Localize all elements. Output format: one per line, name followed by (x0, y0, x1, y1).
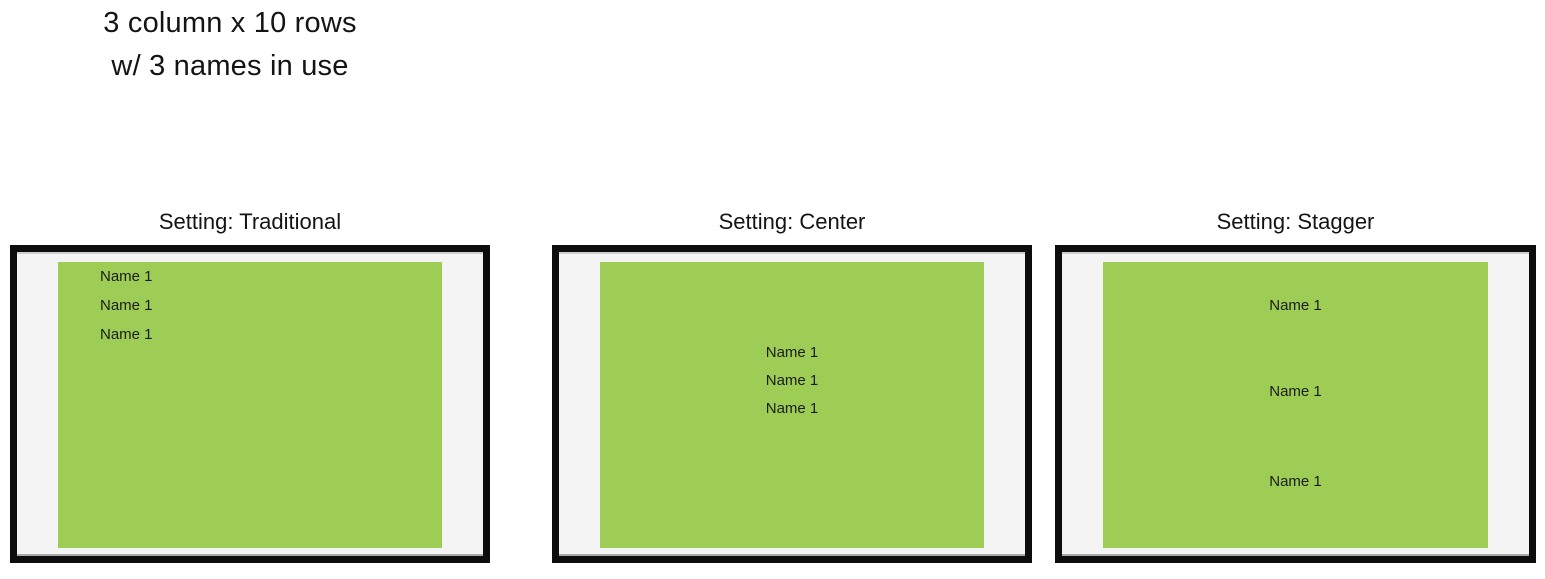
panel-title-center: Setting: Center (718, 209, 866, 234)
niche-grid-center: Name 1 Name 1 Name 1 (600, 262, 984, 548)
panel-group-traditional: Setting: Traditional Name 1 Name 1 Name … (10, 205, 490, 565)
name-label: Name 1 (100, 297, 153, 314)
page-title-line1: 3 column x 10 rows (103, 7, 357, 39)
name-label: Name 1 (1269, 383, 1322, 400)
niche-frame-center: Name 1 Name 1 Name 1 (552, 245, 1032, 563)
name-label: Name 1 (1269, 473, 1322, 490)
name-label: Name 1 (100, 326, 153, 343)
name-label: Name 1 (1269, 297, 1322, 314)
panel-title-traditional: Setting: Traditional (158, 209, 342, 234)
niche-frame-stagger: Name 1 Name 1 Name 1 (1055, 245, 1536, 563)
page-title-line2: w/ 3 names in use (111, 50, 349, 82)
name-label: Name 1 (765, 400, 819, 417)
panel-group-center: Setting: Center Name 1 Name 1 Name 1 (552, 205, 1032, 565)
page-title: 3 column x 10 rows w/ 3 names in use (60, 2, 400, 88)
panel-title-stagger: Setting: Stagger (1216, 209, 1375, 234)
panel-group-stagger: Setting: Stagger Name 1 Name 1 Name 1 (1055, 205, 1536, 565)
name-label: Name 1 (100, 268, 153, 285)
niche-grid-traditional: Name 1 Name 1 Name 1 (58, 262, 442, 548)
name-label: Name 1 (765, 344, 819, 361)
niche-grid-stagger: Name 1 Name 1 Name 1 (1103, 262, 1488, 548)
niche-frame-traditional: Name 1 Name 1 Name 1 (10, 245, 490, 563)
name-label: Name 1 (765, 372, 819, 389)
